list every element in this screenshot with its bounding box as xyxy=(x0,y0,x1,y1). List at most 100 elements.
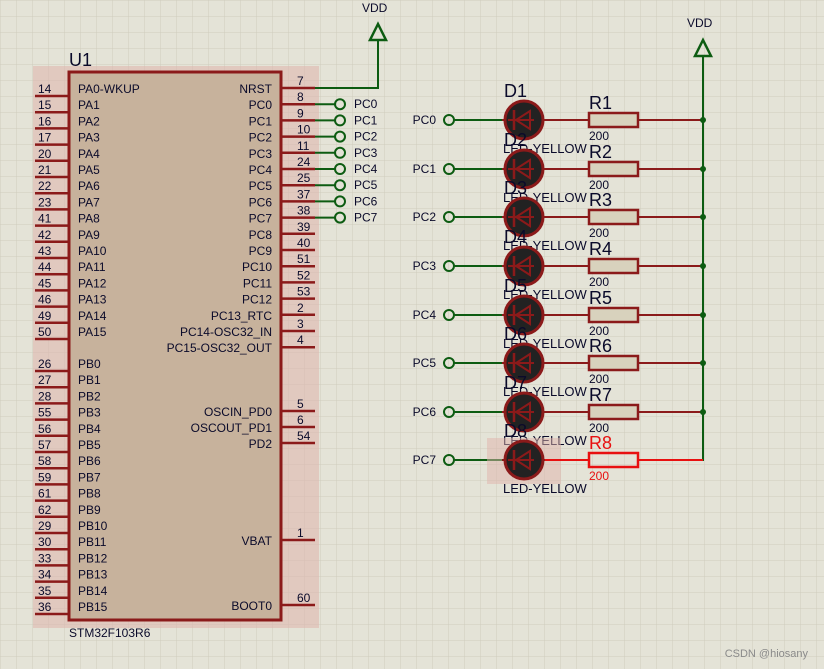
pin-name: PA9 xyxy=(78,228,100,242)
chip-terminal-pc3[interactable]: PC3 xyxy=(315,146,378,160)
chip-terminal-pc2[interactable]: PC2 xyxy=(315,130,378,144)
pin-name: NRST xyxy=(239,82,272,96)
chip-terminal-pc7[interactable]: PC7 xyxy=(315,211,378,225)
vdd-power-symbol-1[interactable]: VDD xyxy=(362,1,389,42)
pin-number: 57 xyxy=(38,438,52,452)
pin-name: PB1 xyxy=(78,373,101,387)
chip-terminal-pc1[interactable]: PC1 xyxy=(315,113,378,127)
pin-number: 61 xyxy=(38,487,52,501)
chip-terminal-pc0[interactable]: PC0 xyxy=(315,97,378,111)
pin-name: PB11 xyxy=(78,535,107,549)
chip-terminal-pc5[interactable]: PC5 xyxy=(315,178,378,192)
pin-number: 33 xyxy=(38,551,52,565)
led-type-label: LED-YELLOW xyxy=(503,481,588,496)
vdd-power-symbol-2[interactable]: VDD xyxy=(687,16,714,58)
pin-number: 60 xyxy=(297,591,311,605)
pin-name: PA3 xyxy=(78,131,100,145)
pin-number: 14 xyxy=(38,82,52,96)
pin-number: 34 xyxy=(38,568,52,582)
junction-dot-icon xyxy=(700,214,706,220)
terminal-label: PC3 xyxy=(354,146,378,160)
led-ref-label: D2 xyxy=(504,130,527,150)
terminal-circle-icon xyxy=(334,163,346,175)
chip-terminal-pc6[interactable]: PC6 xyxy=(315,194,378,208)
junction-dot-icon xyxy=(700,166,706,172)
chip-terminal-pc4[interactable]: PC4 xyxy=(315,162,378,176)
mcu-body[interactable] xyxy=(67,70,283,622)
